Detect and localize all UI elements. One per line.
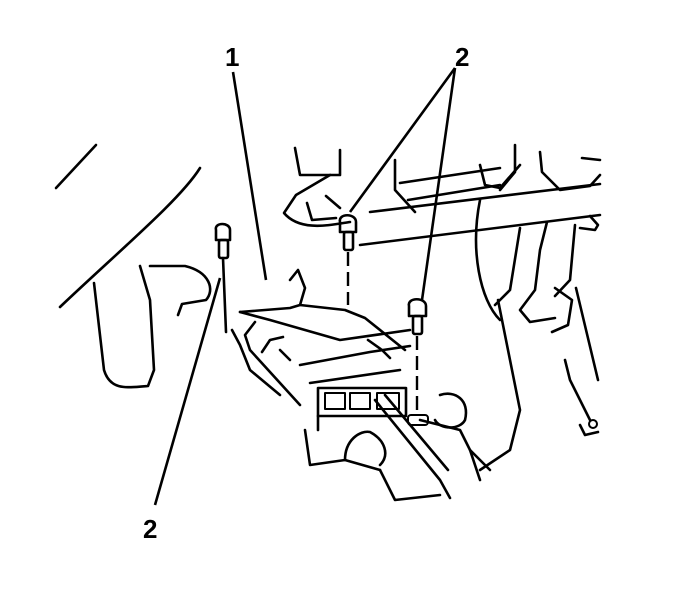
- bolt-left: [214, 222, 232, 334]
- bolt-right: [407, 297, 429, 426]
- wiring-harness: [303, 338, 492, 502]
- callout-label-2-top: 2: [455, 42, 470, 72]
- bolt-center: [338, 213, 358, 305]
- right-bracket: [474, 198, 600, 472]
- body-structure-left: [54, 143, 212, 389]
- callout-label-2-bottom: 2: [143, 514, 158, 544]
- callout-label-1: 1: [225, 42, 240, 72]
- leader-lines: [153, 67, 457, 506]
- control-module: [230, 268, 412, 432]
- upper-structure: [282, 143, 602, 247]
